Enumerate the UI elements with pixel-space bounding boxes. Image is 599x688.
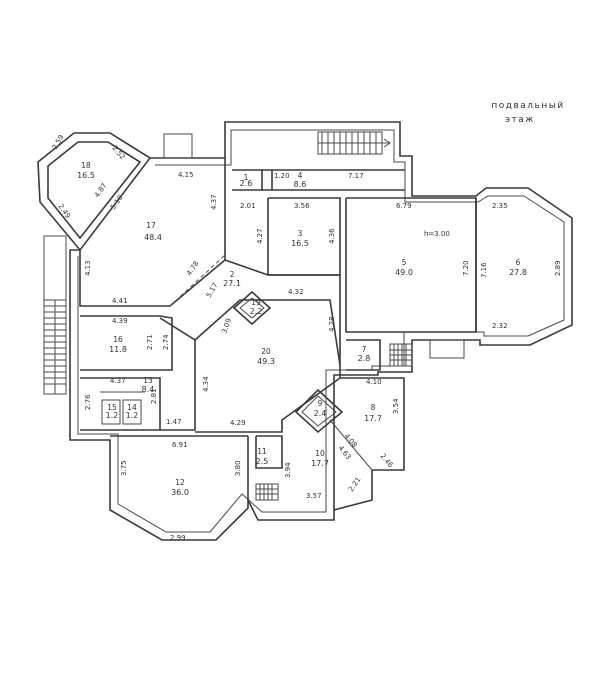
room-no: 12 <box>175 478 185 487</box>
room-area: 8.6 <box>294 180 307 189</box>
dimension: 3.94 <box>284 462 292 478</box>
dimension: 2.35 <box>492 202 508 210</box>
dimension: 4.29 <box>230 419 246 427</box>
dimension: 7.17 <box>348 172 364 180</box>
room-area: 2.8 <box>358 354 371 363</box>
room-area: 48.4 <box>144 233 162 242</box>
room-area: 11.8 <box>109 345 127 354</box>
dimension: 2.32 <box>492 322 508 330</box>
room-no: 7 <box>362 345 367 354</box>
dimension: 2.99 <box>170 534 186 542</box>
dimension-labels: 2.59 2.52 2.49 4.87 5.10 4.15 4.37 4.13 … <box>51 133 562 542</box>
stair-enclosure-top <box>163 133 193 159</box>
dimension: 2.71 <box>146 334 154 350</box>
dimension: 3.54 <box>392 398 400 414</box>
dimension: 4.34 <box>202 376 210 392</box>
room-no: 5 <box>402 258 407 267</box>
room-no: 3 <box>298 229 303 238</box>
dimension: 6.91 <box>172 441 188 449</box>
room-area: 1.2 <box>126 411 139 420</box>
room-no: 19 <box>251 298 261 307</box>
room-area: 2.6 <box>240 179 253 188</box>
room-area: 2.4 <box>314 409 327 418</box>
dimension: 4.78 <box>185 260 200 277</box>
dimension: 4.32 <box>288 288 304 296</box>
room-no: 13 <box>143 376 153 385</box>
dimension: 3.57 <box>306 492 322 500</box>
room-no: 8 <box>371 403 376 412</box>
room-no: 1 <box>244 173 249 182</box>
dimension: 4.39 <box>112 317 128 325</box>
dimension: 2.74 <box>162 334 170 350</box>
room-area: 16.5 <box>291 239 309 248</box>
dimension: 2.89 <box>554 260 562 276</box>
dimension: 4.10 <box>366 378 382 386</box>
dimension: 2.21 <box>347 476 362 493</box>
room-no: 16 <box>113 335 123 344</box>
dimension: 6.79 <box>396 202 412 210</box>
room-no: 15 <box>107 403 117 412</box>
room-no: 4 <box>298 171 303 180</box>
dimension: 7.16 <box>480 262 488 278</box>
floor-title-line1: подвальный <box>491 101 564 111</box>
room-no: 10 <box>315 449 325 458</box>
dimension: 4.28 <box>328 316 336 332</box>
dimension: 2.76 <box>84 394 92 410</box>
dimension: 4.27 <box>256 228 264 244</box>
room-area: 17.7 <box>364 414 382 423</box>
room-area: 36.0 <box>171 488 189 497</box>
room-area: 16.5 <box>77 171 95 180</box>
room-no: 9 <box>318 399 323 408</box>
room-area: 49.3 <box>257 357 275 366</box>
dimension: 4.41 <box>112 297 128 305</box>
room-area: 49.0 <box>395 268 413 277</box>
room-no: 20 <box>261 347 271 356</box>
room-area: 1.2 <box>106 411 119 420</box>
room-no: 18 <box>81 161 91 170</box>
dimension: 2.52 <box>110 144 126 161</box>
room-no: 14 <box>127 403 137 412</box>
room-area: 2.2 <box>250 307 263 316</box>
dimension: 5.17 <box>205 281 220 299</box>
interior-walls <box>79 158 477 511</box>
dimension: 4.37 <box>210 194 218 210</box>
room-area: 27.8 <box>509 268 527 277</box>
room-area: 17.7 <box>311 459 329 468</box>
dimension: 4.87 <box>93 182 108 199</box>
dimension: 1.20 <box>274 172 290 180</box>
dimension: 3.75 <box>120 460 128 476</box>
dimension: 4.63 <box>336 444 352 461</box>
room-no: 11 <box>257 447 267 456</box>
room-labels: 18 16.5 17 48.4 1 2.6 4 8.6 3 16.5 2 27.… <box>77 161 527 497</box>
room-area: 27.1 <box>223 279 241 288</box>
outer-wall-main <box>69 121 573 541</box>
room-area: 8.4 <box>142 385 155 394</box>
room-no: 2 <box>230 270 235 279</box>
dimension: 2.81 <box>150 388 158 404</box>
ceiling-height-note: h=3.00 <box>424 230 450 238</box>
room-no: 17 <box>146 221 156 230</box>
floor-title-line2: этаж <box>505 115 535 125</box>
dimension: 4.37 <box>110 377 126 385</box>
room-area: 2.5 <box>256 457 269 466</box>
dimension: 4.15 <box>178 171 194 179</box>
dimension: 3.56 <box>294 202 310 210</box>
dimension: 4.36 <box>328 228 336 244</box>
wall-room-18 <box>37 132 152 252</box>
stair-top <box>317 131 391 155</box>
dimension: 4.13 <box>84 260 92 276</box>
room-no: 6 <box>516 258 521 267</box>
dimension: 1.47 <box>166 418 182 426</box>
stair-left <box>43 235 67 395</box>
dimension: 3.09 <box>220 317 233 334</box>
dimension: 7.20 <box>462 260 470 276</box>
dimension: 5.10 <box>109 194 124 211</box>
wall-room-18-inner <box>47 141 142 240</box>
dimension: 3.80 <box>234 460 242 476</box>
dimension: 2.01 <box>240 202 256 210</box>
dimension: 2.46 <box>378 452 394 470</box>
